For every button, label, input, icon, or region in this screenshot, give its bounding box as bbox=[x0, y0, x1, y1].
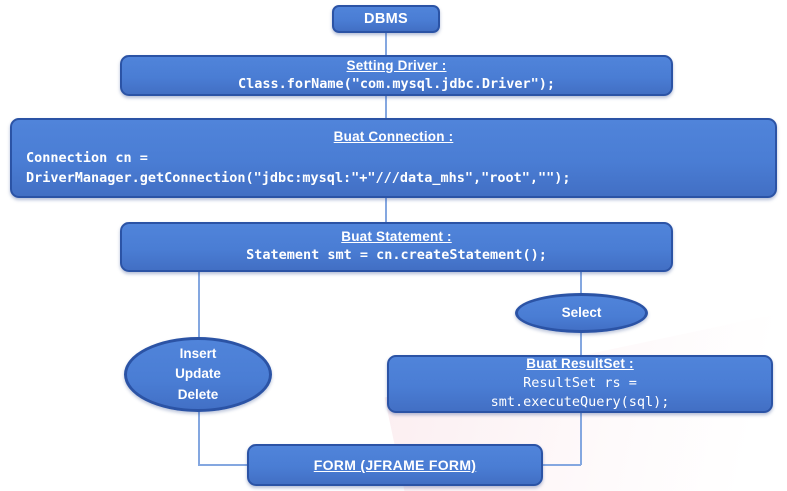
crud-line-update: Update bbox=[175, 366, 221, 382]
connector-dbms-driver bbox=[385, 33, 387, 55]
node-buat-statement: Buat Statement : Statement smt = cn.crea… bbox=[120, 222, 673, 272]
node-form: FORM (JFRAME FORM) bbox=[247, 444, 543, 486]
node-buat-resultset: Buat ResultSet : ResultSet rs = smt.exec… bbox=[387, 355, 773, 413]
buat-statement-code: Statement smt = cn.createStatement(); bbox=[246, 247, 547, 264]
connector-crud-down bbox=[198, 411, 200, 465]
connector-resultset-down bbox=[580, 413, 582, 465]
select-label: Select bbox=[561, 304, 602, 320]
buat-resultset-title: Buat ResultSet : bbox=[526, 356, 634, 372]
crud-line-delete: Delete bbox=[177, 386, 219, 402]
connector-statement-select bbox=[580, 272, 582, 294]
ellipse-select: Select bbox=[515, 293, 648, 333]
form-label: FORM (JFRAME FORM) bbox=[313, 457, 477, 473]
buat-connection-code-line2: DriverManager.getConnection("jdbc:mysql:… bbox=[26, 169, 571, 186]
connector-resultset-form bbox=[542, 464, 581, 466]
setting-driver-code: Class.forName("com.mysql.jdbc.Driver"); bbox=[238, 75, 555, 92]
connector-driver-connection bbox=[385, 95, 387, 118]
connector-crud-form bbox=[198, 464, 248, 466]
connector-statement-crud bbox=[198, 272, 200, 338]
crud-line-insert: Insert bbox=[179, 346, 217, 362]
node-setting-driver: Setting Driver : Class.forName("com.mysq… bbox=[120, 55, 673, 96]
setting-driver-title: Setting Driver : bbox=[346, 57, 447, 73]
buat-statement-title: Buat Statement : bbox=[341, 229, 452, 245]
buat-connection-title: Buat Connection : bbox=[333, 128, 454, 144]
connector-connection-statement bbox=[385, 198, 387, 222]
buat-resultset-code-line2: smt.executeQuery(sql); bbox=[490, 394, 670, 411]
buat-connection-code-line1: Connection cn = bbox=[26, 150, 148, 167]
dbms-label: DBMS bbox=[364, 11, 408, 27]
connector-select-resultset bbox=[580, 332, 582, 356]
buat-resultset-code-line1: ResultSet rs = bbox=[523, 374, 637, 391]
node-buat-connection: Buat Connection : Connection cn = Driver… bbox=[10, 118, 777, 198]
node-dbms: DBMS bbox=[332, 5, 440, 33]
ellipse-insert-update-delete: Insert Update Delete bbox=[124, 337, 272, 412]
